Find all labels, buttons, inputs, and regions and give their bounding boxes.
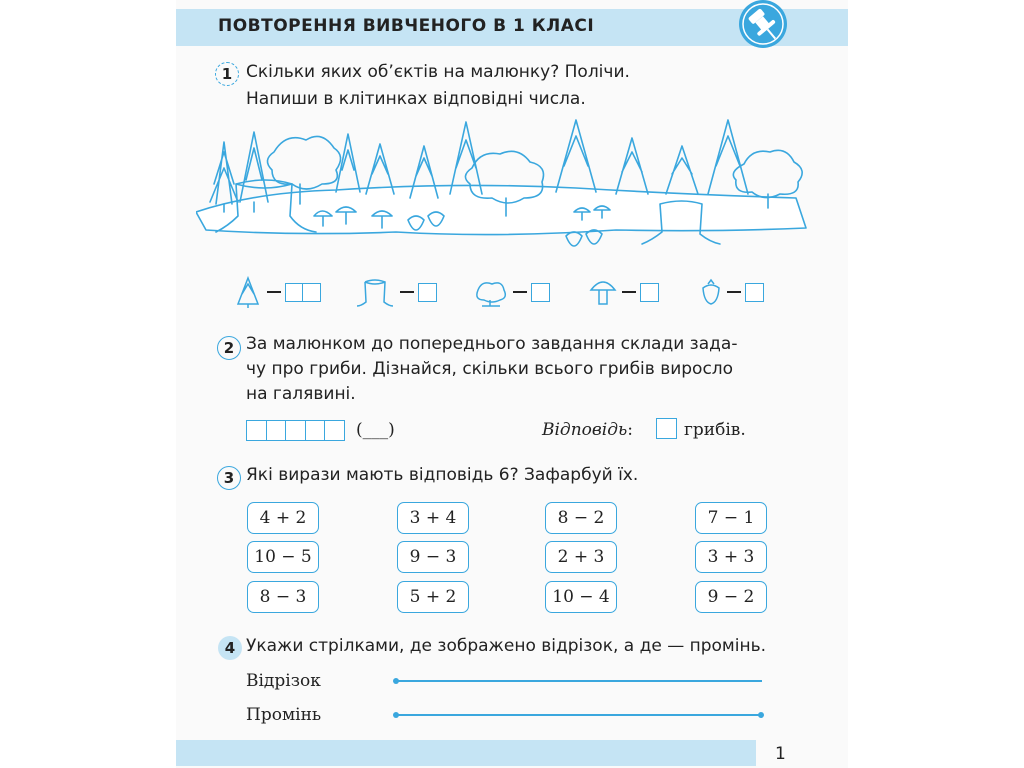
legend-bush [472, 276, 550, 308]
page-number: 1 [775, 744, 786, 764]
bush-icon [476, 282, 507, 307]
answer-box[interactable] [656, 418, 677, 439]
expression-card[interactable]: 10 − 4 [545, 581, 617, 613]
task-4-number: 4 [218, 636, 242, 660]
task-2-text-line1: За малюнком до попереднього завдання скл… [246, 334, 738, 354]
expression-card[interactable]: 4 + 2 [247, 502, 319, 534]
expression-card[interactable]: 7 − 1 [695, 502, 767, 534]
task-1-text-line2: Напиши в клітинках відповідні числа. [246, 89, 586, 109]
expression-card[interactable]: 3 + 4 [397, 502, 469, 534]
expression-card[interactable]: 3 + 3 [695, 541, 767, 573]
task-4-text: Укажи стрілками, де зображено відрізок, … [246, 636, 767, 656]
task-1-text-line1: Скільки яких об’єктів на малюнку? Полічи… [246, 62, 630, 82]
dash [622, 291, 636, 293]
fir-tree-icon [236, 276, 260, 308]
page-title: ПОВТОРЕННЯ ВИВЧЕНОГО В 1 КЛАСІ [218, 16, 595, 36]
legend-stump [355, 276, 437, 308]
ray-label: Промінь [246, 705, 322, 725]
legend-fir-tree [234, 276, 321, 308]
task-3-text: Які вирази мають відповідь 6? Зафарбуй ї… [246, 465, 639, 485]
mushroom-icon [589, 281, 617, 305]
task-2-text-line3: на галявині. [246, 384, 356, 404]
expression-card[interactable]: 9 − 2 [695, 581, 767, 613]
answer-label: Відповідь: [542, 420, 633, 440]
fir-tree-icon [209, 119, 749, 213]
dash [267, 291, 281, 293]
answer-boxes[interactable] [284, 282, 321, 302]
dash [727, 291, 741, 293]
pushpin-icon [739, 0, 787, 48]
expression-card[interactable]: 2 + 3 [545, 541, 617, 573]
answer-boxes[interactable] [530, 282, 550, 302]
solution-boxes[interactable] [246, 420, 345, 441]
header-bar [176, 9, 848, 46]
dash [400, 291, 414, 293]
task-3-number: 3 [217, 466, 241, 490]
unit-placeholder[interactable]: (___) [356, 420, 395, 440]
expression-card[interactable]: 8 − 2 [545, 502, 617, 534]
strawberry-icon [702, 278, 720, 305]
legend-mushroom [589, 276, 659, 308]
forest-illustration [196, 119, 807, 247]
task-2-number: 2 [217, 336, 241, 360]
expression-card[interactable]: 5 + 2 [397, 581, 469, 613]
segment-label: Відрізок [246, 671, 321, 691]
legend-strawberry [700, 276, 764, 308]
answer-boxes[interactable] [744, 282, 764, 302]
task-1-number: 1 [215, 62, 239, 86]
answer-unit: грибів. [684, 420, 746, 440]
answer-boxes[interactable] [639, 282, 659, 302]
workbook-page [176, 0, 848, 768]
dash [513, 291, 527, 293]
expression-card[interactable]: 8 − 3 [247, 581, 319, 613]
answer-boxes[interactable] [417, 282, 437, 302]
stump-icon [356, 279, 394, 307]
expression-card[interactable]: 9 − 3 [397, 541, 469, 573]
expression-card[interactable]: 10 − 5 [247, 541, 319, 573]
footer-bar [176, 740, 756, 766]
task-2-text-line2: чу про гриби. Дізнайся, скільки всього г… [246, 359, 734, 379]
